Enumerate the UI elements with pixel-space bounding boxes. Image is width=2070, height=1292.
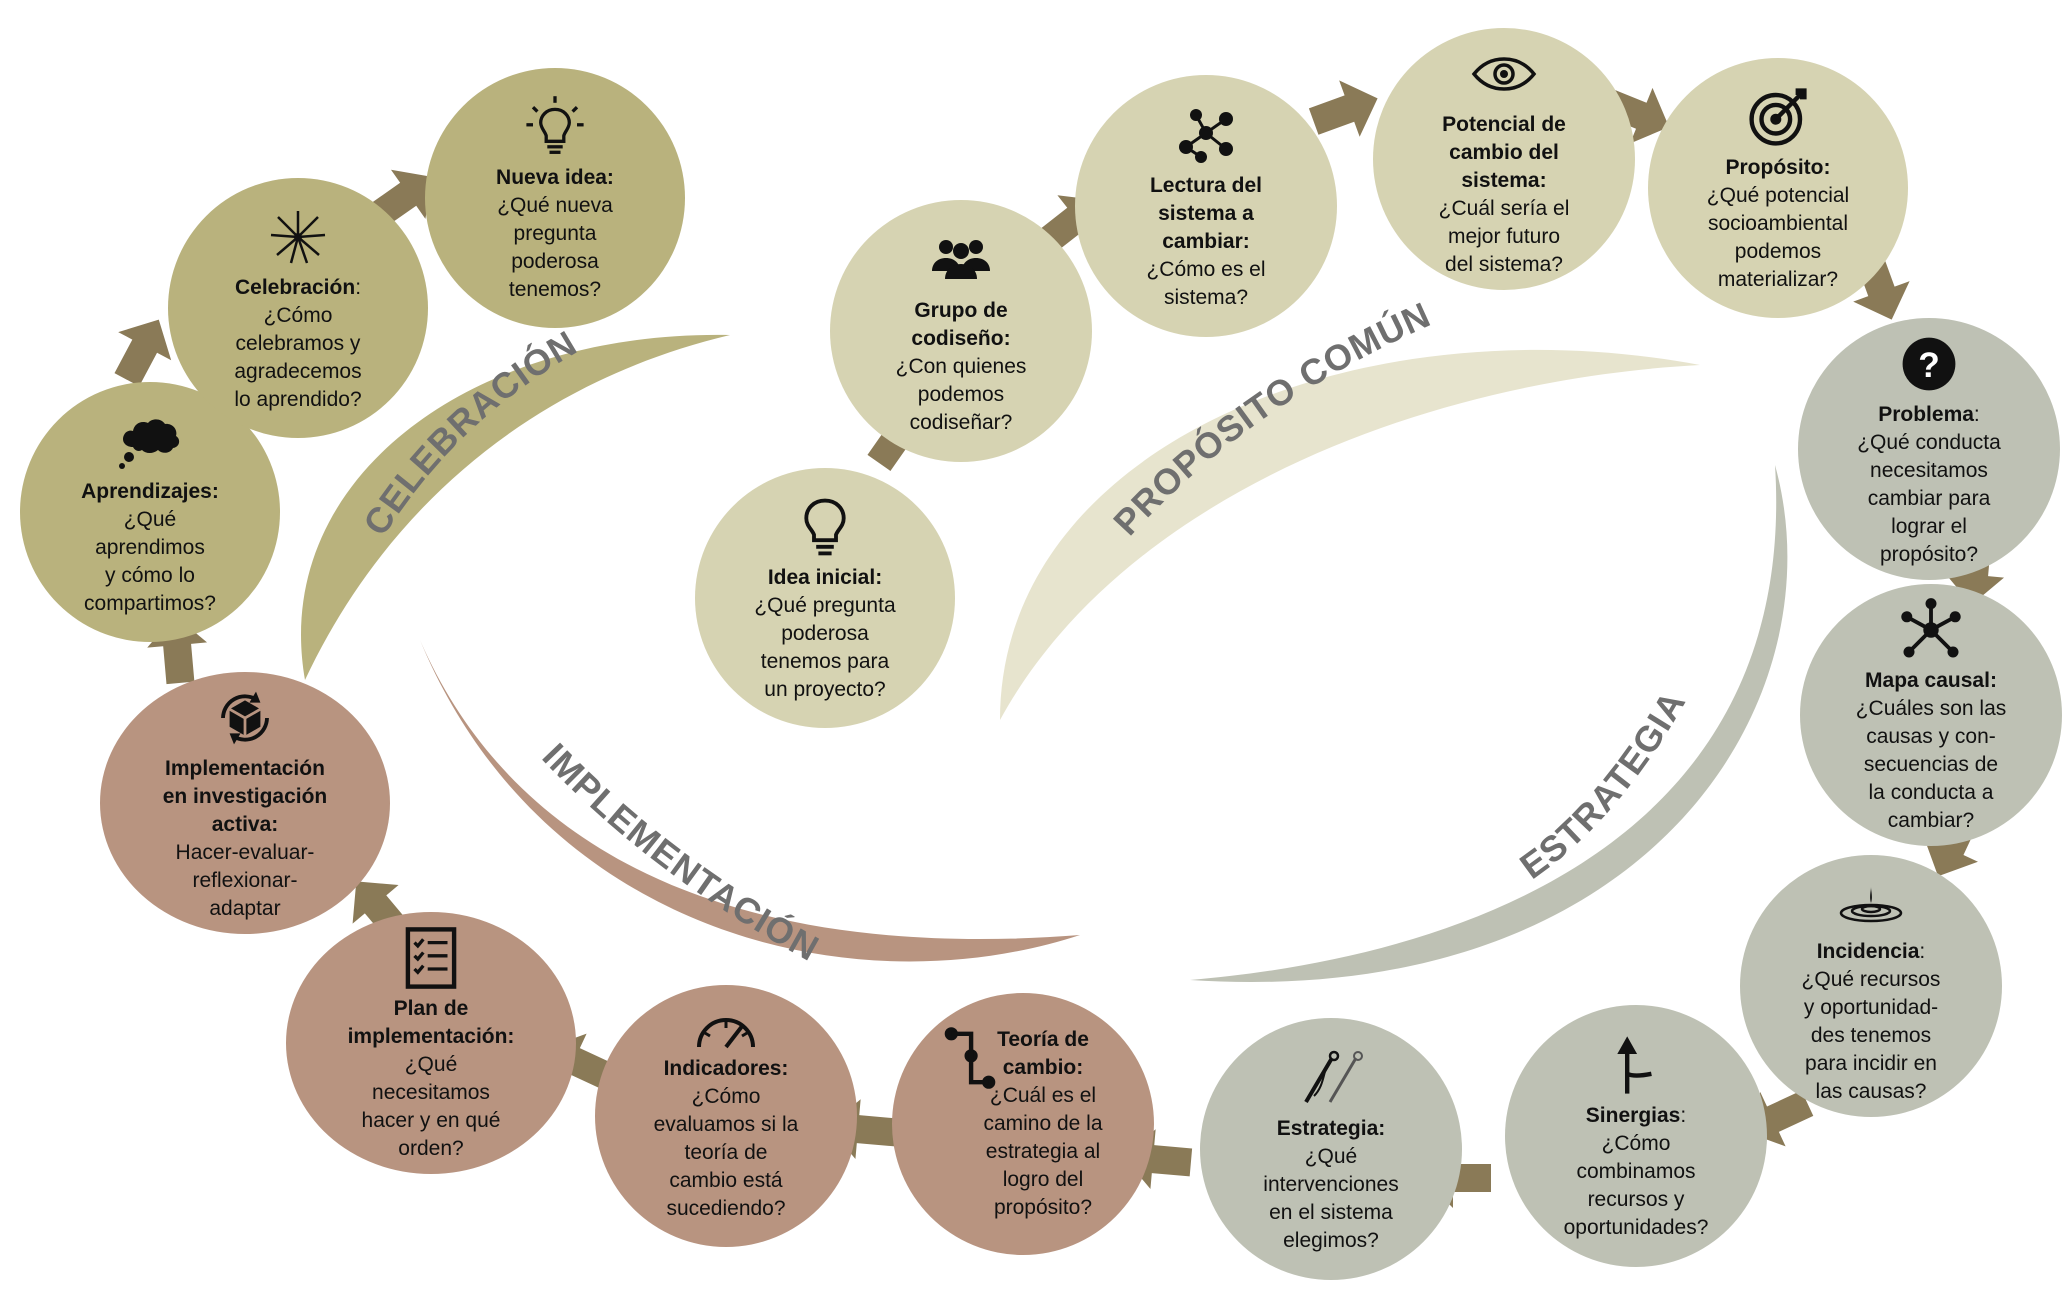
node-title: Lectura del sistema a cambiar:: [1149, 174, 1263, 253]
node-title: Estrategia:: [1276, 1117, 1386, 1140]
node-question: ¿Cómo es el sistema?: [1146, 258, 1266, 309]
node-title: Propósito:: [1725, 156, 1831, 179]
celebracion-band: [301, 334, 730, 680]
node-title: Aprendizajes:: [81, 480, 219, 503]
node-title: Celebración:: [235, 274, 361, 302]
node-title: Problema:: [1878, 401, 1980, 429]
node-lectura-sistema: Lectura del sistema a cambiar: ¿Cómo es …: [1075, 75, 1337, 337]
node-implementacion-activa: Implementación en investigación activa: …: [100, 672, 390, 934]
gauge-icon: [688, 1009, 764, 1053]
node-question: ¿Con quienes podemos codiseñar?: [895, 355, 1027, 434]
node-teoria-cambio: Teoría de cambio: ¿Cuál es el camino de …: [892, 993, 1154, 1255]
node-question: ¿Qué necesitamos hacer y en qué orden?: [361, 1053, 501, 1160]
phase-label-implementacion: IMPLEMENTACIÓN: [535, 735, 827, 969]
node-title-text: Celebración: [234, 276, 356, 299]
path-icon: [932, 1023, 1008, 1093]
node-question: ¿Qué conducta necesitamos cambiar para l…: [1857, 431, 2001, 566]
checklist-icon: [393, 923, 469, 993]
node-idea-inicial: Idea inicial: ¿Qué pregunta poderosa ten…: [695, 468, 955, 728]
node-title-suffix: :: [355, 276, 362, 299]
node-grupo-codiseno: Grupo de codiseño: ¿Con quienes podemos …: [830, 200, 1092, 462]
svg-text:?: ?: [1918, 346, 1940, 385]
node-estrategia: Estrategia: ¿Qué intervenciones en el si…: [1200, 1018, 1462, 1280]
node-sinergias: Sinergias: ¿Cómo combinamos recursos y o…: [1505, 1005, 1767, 1267]
node-question: ¿Qué recursos y oportunidad- des tenemos…: [1801, 968, 1941, 1103]
merge-arrow-icon: [1598, 1030, 1674, 1100]
node-plan-implementacion: Plan de implementación: ¿Qué necesitamos…: [286, 912, 576, 1174]
node-nueva-idea: Nueva idea: ¿Qué nueva pregunta poderosa…: [425, 68, 685, 328]
node-question: ¿Qué pregunta poderosa tenemos para un p…: [754, 594, 896, 701]
people-group-icon: [923, 225, 999, 295]
node-title-suffix: :: [1919, 940, 1926, 963]
node-title: Potencial de cambio del sistema:: [1442, 113, 1566, 192]
proposito-band: [1000, 349, 1700, 720]
node-question: ¿Qué intervenciones en el sistema elegim…: [1263, 1145, 1399, 1252]
node-title: Idea inicial:: [767, 566, 883, 589]
node-title: Sinergias:: [1586, 1102, 1686, 1130]
node-question: ¿Qué aprendimos y cómo lo compartimos?: [84, 508, 216, 615]
node-question: ¿Qué nueva pregunta poderosa tenemos?: [497, 194, 613, 301]
node-aprendizajes: Aprendizajes: ¿Qué aprendimos y cómo lo …: [20, 382, 280, 642]
needle-icon: [1293, 1043, 1369, 1113]
fireworks-icon: [260, 202, 336, 272]
node-celebracion: Celebración: ¿Cómo celebramos y agradece…: [168, 178, 428, 438]
eye-icon: [1466, 39, 1542, 109]
node-question: ¿Cómo evaluamos si la teoría de cambio e…: [653, 1085, 799, 1220]
node-question: ¿Cómo combinamos recursos y oportunidade…: [1563, 1132, 1709, 1239]
node-question: ¿Cuál es el camino de la estrategia al l…: [983, 1084, 1103, 1219]
question-icon: ?: [1891, 329, 1967, 399]
node-question: ¿Qué potencial socioambiental podemos ma…: [1706, 184, 1850, 291]
node-mapa-causal: Mapa causal: ¿Cuáles son las causas y co…: [1800, 584, 2062, 846]
ripple-icon: [1833, 866, 1909, 936]
node-title: Plan de implementación:: [347, 997, 515, 1048]
node-question: ¿Cuál sería el mejor futuro del sistema?: [1438, 197, 1570, 276]
target-icon: [1740, 82, 1816, 152]
node-title-suffix: :: [1973, 403, 1980, 426]
network-icon: [1168, 100, 1244, 170]
node-title: Teoría de cambio:: [997, 1028, 1089, 1079]
node-title-suffix: :: [1680, 1104, 1687, 1127]
node-problema: ? Problema: ¿Qué conducta necesitamos ca…: [1798, 318, 2060, 580]
node-title: Indicadores:: [663, 1057, 789, 1080]
node-title: Nueva idea:: [496, 166, 614, 189]
arrow-lectura-to-potencial: [1308, 80, 1378, 137]
idea-bulb-icon: [517, 92, 593, 162]
node-title-text: Problema: [1878, 403, 1974, 426]
teoria-text-block: Teoría de cambio: ¿Cuál es el camino de …: [943, 1026, 1102, 1222]
hub-icon: [1893, 595, 1969, 665]
node-potencial-cambio: Potencial de cambio del sistema: ¿Cuál s…: [1373, 28, 1635, 290]
node-title: Implementación en investigación activa:: [162, 757, 328, 836]
node-question: ¿Cuáles son las causas y con- secuencias…: [1855, 697, 2007, 832]
lightbulb-icon: [787, 492, 863, 562]
cycle-box-icon: [207, 683, 283, 753]
node-incidencia: Incidencia: ¿Qué recursos y oportunidad-…: [1740, 855, 2002, 1117]
estrategia-band: [1190, 465, 1788, 983]
node-question: Hacer-evaluar- reflexionar- adaptar: [175, 841, 315, 920]
arrow-aprendizajes-to-celebracion: [114, 319, 172, 387]
node-title: Incidencia:: [1817, 938, 1926, 966]
node-title-text: Sinergias: [1585, 1104, 1681, 1127]
node-indicadores: Indicadores: ¿Cómo evaluamos si la teorí…: [595, 985, 857, 1247]
node-title: Mapa causal:: [1865, 669, 1997, 692]
node-question: ¿Cómo celebramos y agradecemos lo aprend…: [234, 304, 362, 411]
node-title-text: Incidencia: [1816, 940, 1920, 963]
node-proposito: Propósito: ¿Qué potencial socioambiental…: [1648, 58, 1908, 318]
node-title: Grupo de codiseño:: [911, 299, 1011, 350]
thought-cloud-icon: [112, 406, 188, 476]
